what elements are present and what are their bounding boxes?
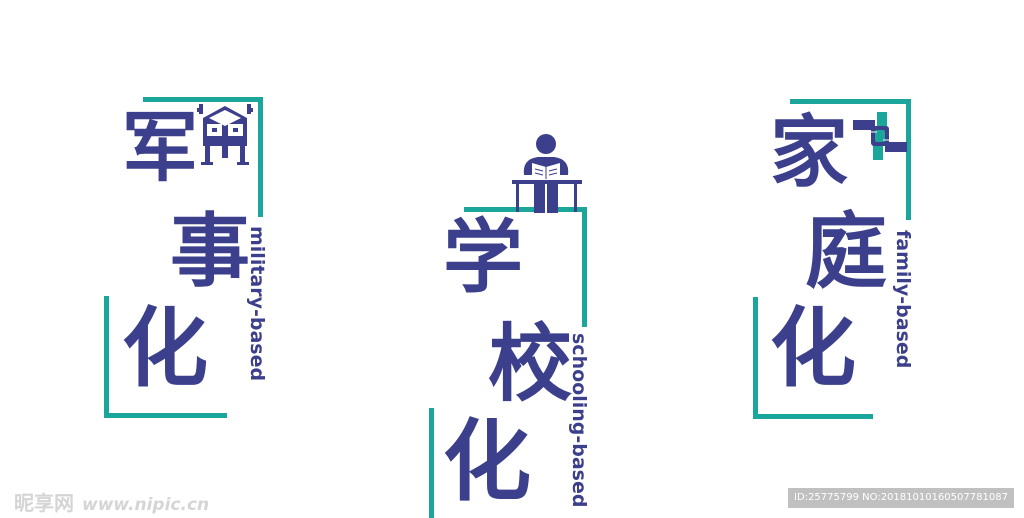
watermark-brand-text: 昵享网 — [14, 491, 74, 515]
bracket-right — [258, 97, 263, 217]
bracket-right — [582, 207, 587, 327]
bracket-top — [464, 207, 586, 212]
bracket-left — [104, 296, 109, 418]
bracket-bottom — [104, 413, 227, 418]
watermark-brand: 昵享网 www.nipic.cn — [14, 487, 209, 516]
watermark-id-bar: ID:25775799 NO:20181010160507781087 — [788, 488, 1014, 508]
school-char-3: 化 — [443, 410, 532, 513]
bracket-right — [906, 99, 911, 220]
military-char-2: 事 — [170, 205, 250, 298]
bracket-bottom — [753, 414, 873, 419]
bracket-top — [143, 97, 263, 102]
military-char-1: 军 — [122, 103, 198, 192]
ding-vessel-icon — [197, 104, 253, 165]
family-char-2: 庭 — [805, 205, 888, 300]
watermark-url: www.nipic.cn — [82, 495, 210, 515]
family-char-1: 家 — [770, 108, 849, 198]
family-english-label: family-based — [892, 230, 914, 369]
military-english-label: military-based — [246, 226, 268, 382]
school-char-1: 学 — [443, 211, 523, 304]
school-english-label: schooling-based — [568, 333, 590, 508]
bracket-left — [753, 297, 758, 419]
bracket-left — [429, 408, 434, 518]
watermark-id-text: ID:25775799 NO:20181010160507781087 — [794, 492, 1008, 503]
joined-hands-icon — [853, 112, 907, 160]
bracket-top — [790, 99, 911, 104]
student-reading-at-desk-icon — [512, 134, 582, 213]
family-char-3: 化 — [770, 299, 856, 399]
military-char-3: 化 — [122, 299, 208, 399]
school-char-2: 校 — [488, 315, 573, 413]
